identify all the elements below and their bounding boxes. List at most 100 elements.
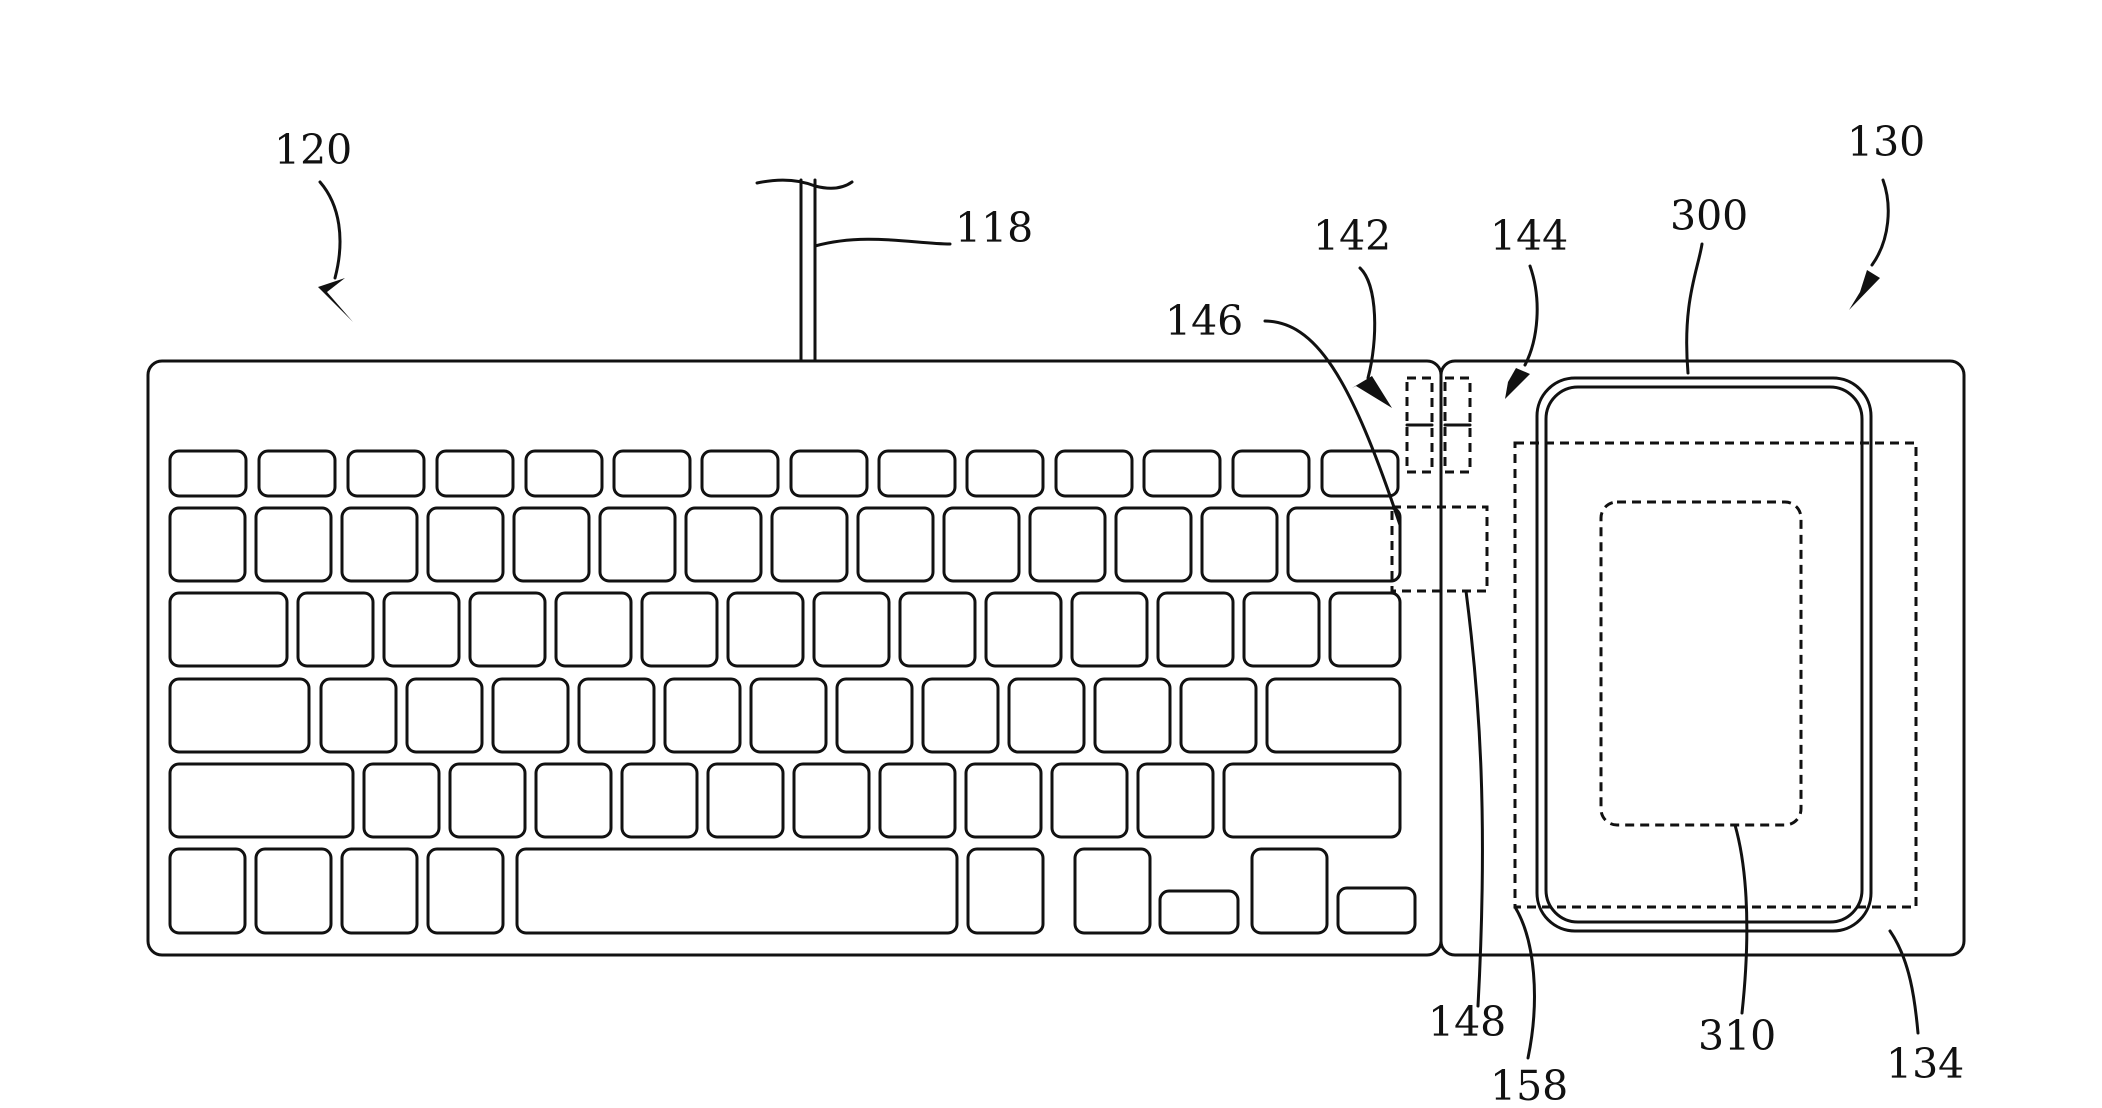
keyboard-key [598, 506, 677, 583]
keyboard-key [1156, 591, 1235, 668]
keyboard-key [1336, 886, 1417, 935]
keyboard-key [921, 677, 1000, 754]
keyboard-key [1093, 677, 1172, 754]
keyboard-key [812, 591, 891, 668]
keyboard-key [835, 677, 914, 754]
keyboard-key [1231, 449, 1311, 498]
keyboard-key [877, 449, 957, 498]
leader-lines [813, 237, 1920, 1060]
keyboard-key [966, 847, 1045, 935]
cable [755, 178, 854, 363]
keyboard-key [1328, 591, 1402, 668]
keyboard-key [942, 506, 1021, 583]
keyboard-key [770, 506, 849, 583]
keyboard-key [1250, 847, 1329, 935]
keyboard-key [612, 449, 692, 498]
keyboard-key [1265, 677, 1402, 754]
keyboard-key [965, 449, 1045, 498]
device-inner-edge [1544, 385, 1864, 924]
keyboard-key [426, 847, 505, 935]
keyboard-key [168, 847, 247, 935]
keyboard-key [856, 506, 935, 583]
keyboard [146, 359, 1443, 957]
keyboard-key [964, 762, 1043, 839]
label-146: 146 [1165, 297, 1243, 345]
keyboard-key [577, 677, 656, 754]
keyboard-key [792, 762, 871, 839]
keyboard-key [789, 449, 869, 498]
label-144: 144 [1490, 212, 1568, 260]
label-300: 300 [1670, 192, 1748, 240]
keyboard-key [1286, 506, 1402, 583]
keyboard-key [1158, 889, 1240, 935]
keyboard-key [448, 762, 527, 839]
keyboard-key [1136, 762, 1215, 839]
label-148: 148 [1428, 998, 1506, 1046]
keyboard-key [168, 591, 289, 668]
keyboard-key [1179, 677, 1258, 754]
keyboard-key [382, 591, 461, 668]
accessory-housing [1439, 359, 1966, 957]
keyboard-key [515, 847, 959, 935]
keyboard-key [512, 506, 591, 583]
keyboard-key [405, 677, 484, 754]
keyboard-key [640, 591, 719, 668]
keyboard-key [319, 677, 398, 754]
label-158: 158 [1490, 1062, 1568, 1108]
keyboard-key [1200, 506, 1279, 583]
keyboard-key [296, 591, 375, 668]
keyboard-key [700, 449, 780, 498]
keyboard-key [663, 677, 742, 754]
keyboard-key [168, 762, 355, 839]
keyboard-key [726, 591, 805, 668]
keyboard-key [168, 449, 248, 498]
keyboard-key [1050, 762, 1129, 839]
keyboard-key [684, 506, 763, 583]
keyboard-key [1007, 677, 1086, 754]
keyboard-key [554, 591, 633, 668]
keyboard-key [168, 506, 247, 583]
label-130: 130 [1847, 118, 1925, 166]
keyboard-key [1114, 506, 1193, 583]
connector-regions [1390, 376, 1489, 593]
device-inner-region [1599, 500, 1803, 827]
keyboard-key [254, 506, 333, 583]
keyboard-key [878, 762, 957, 839]
keyboard-key [435, 449, 515, 498]
label-310: 310 [1698, 1012, 1776, 1060]
label-134: 134 [1886, 1040, 1964, 1088]
keyboard-key [1073, 847, 1152, 935]
keyboard-keys [168, 449, 1417, 935]
keyboard-key [1222, 762, 1402, 839]
label-118: 118 [955, 204, 1033, 252]
keyboard-key [168, 677, 311, 754]
keyboard-key [1028, 506, 1107, 583]
label-142: 142 [1313, 212, 1391, 260]
keyboard-key [491, 677, 570, 754]
keyboard-key [468, 591, 547, 668]
keyboard-key [254, 847, 333, 935]
label-120: 120 [274, 126, 352, 174]
keyboard-key [1070, 591, 1149, 668]
keyboard-key [706, 762, 785, 839]
keyboard-key [1142, 449, 1222, 498]
keyboard-key [984, 591, 1063, 668]
keyboard-key [362, 762, 441, 839]
accessory [1439, 359, 1966, 957]
keyboard-key [898, 591, 977, 668]
charging-area [1513, 441, 1918, 909]
keyboard-key [257, 449, 337, 498]
keyboard-key [749, 677, 828, 754]
keyboard-key [524, 449, 604, 498]
keyboard-key [1054, 449, 1134, 498]
reference-labels: 120 118 142 144 146 300 130 148 158 310 … [274, 118, 1964, 1108]
keyboard-key [426, 506, 505, 583]
keyboard-key [620, 762, 699, 839]
device-outer [1535, 376, 1873, 933]
keyboard-key [340, 506, 419, 583]
keyboard-key [534, 762, 613, 839]
keyboard-key [1242, 591, 1321, 668]
keyboard-key [346, 449, 426, 498]
reference-arrows [318, 178, 1890, 408]
